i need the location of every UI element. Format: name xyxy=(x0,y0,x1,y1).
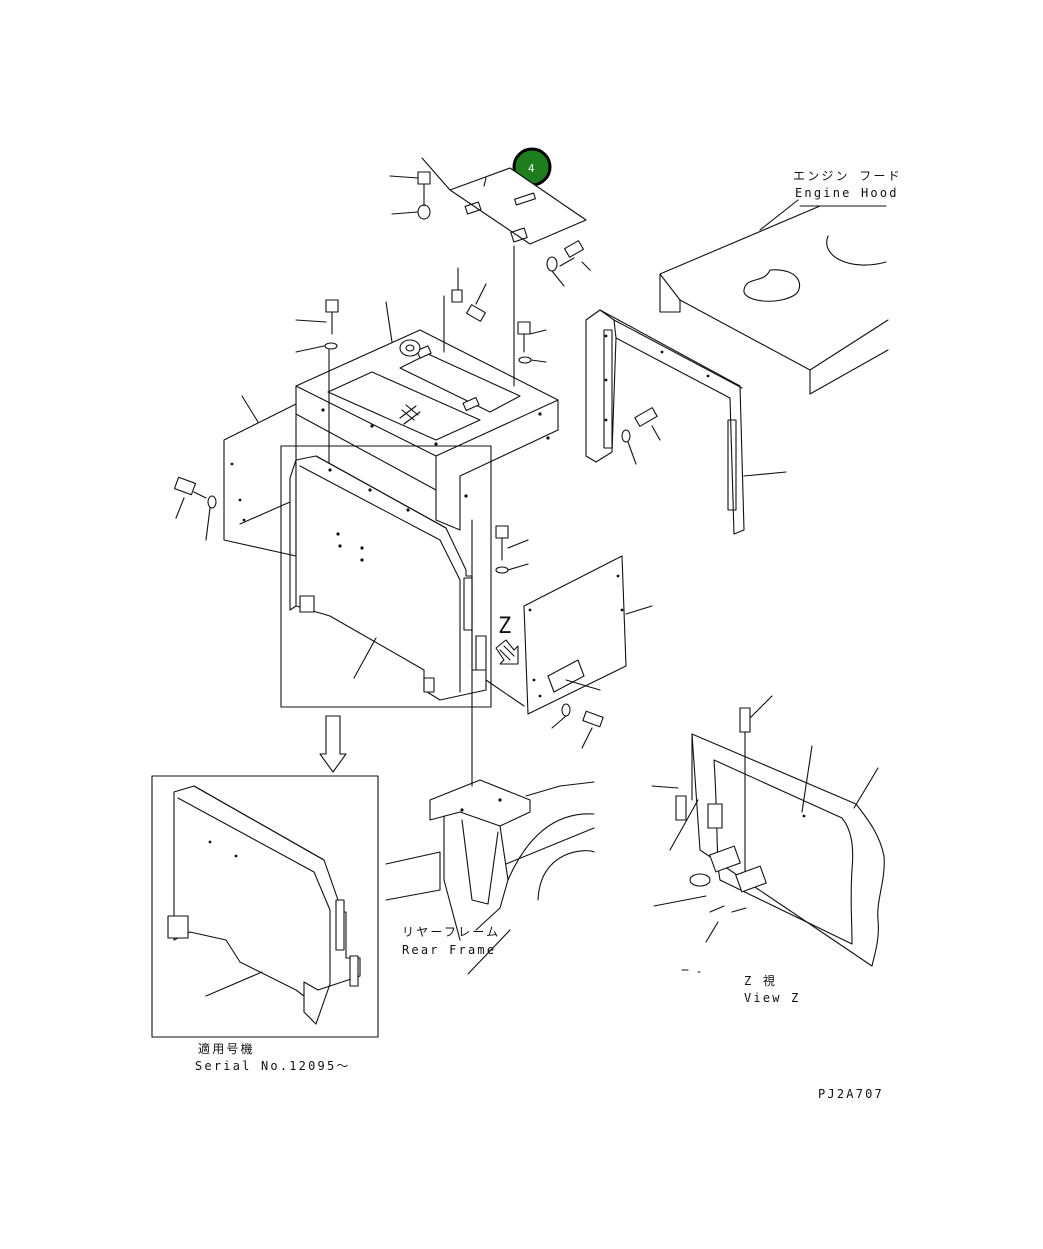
rear-frame-bracket xyxy=(585,309,787,535)
view-z-detail xyxy=(651,695,885,973)
serial-variant-frame xyxy=(151,775,379,1038)
view-z-label-en: View Z xyxy=(744,991,801,1005)
top-cover-plate xyxy=(421,157,587,245)
callout-badge[interactable]: 4 xyxy=(512,147,552,187)
right-side-plate xyxy=(485,555,653,715)
detail-frame xyxy=(280,445,492,708)
bolt-bracket xyxy=(621,407,661,465)
rear-frame-label-en: Rear Frame xyxy=(402,943,496,957)
down-arrow-icon xyxy=(319,715,347,773)
view-z-label-jp: Z 視 xyxy=(744,973,777,988)
serial-label-jp: 適用号機 xyxy=(198,1041,255,1056)
serial-label-en: Serial No.12095～ xyxy=(195,1059,351,1073)
bolt-mid-right xyxy=(495,525,529,574)
bolt-top-left xyxy=(389,171,431,220)
view-arrow-icon xyxy=(495,639,519,665)
rear-frame xyxy=(385,519,595,975)
rear-top-hood xyxy=(295,301,559,531)
rear-frame-label-jp: リヤーフレーム xyxy=(402,925,500,939)
engine-hood xyxy=(659,199,889,395)
left-side-plate xyxy=(223,395,297,557)
engine-hood-label-jp: エンジン フード xyxy=(793,169,902,183)
bolt-hood-left xyxy=(295,299,339,471)
engine-hood-label-en: Engine Hood xyxy=(795,186,899,200)
rear-side-cover xyxy=(289,455,487,701)
serial-variant-cover xyxy=(167,785,361,1025)
bolt-top-right xyxy=(546,240,591,287)
z-view-marker: Z xyxy=(498,614,511,639)
bolt-hood-center xyxy=(443,267,487,353)
callout-number: 4 xyxy=(528,162,535,175)
bolt-left xyxy=(173,476,217,541)
drawing-code: PJ2A707 xyxy=(818,1087,884,1101)
bolt-hood-right xyxy=(517,321,547,364)
bolt-bottom-right-plate xyxy=(551,703,604,749)
